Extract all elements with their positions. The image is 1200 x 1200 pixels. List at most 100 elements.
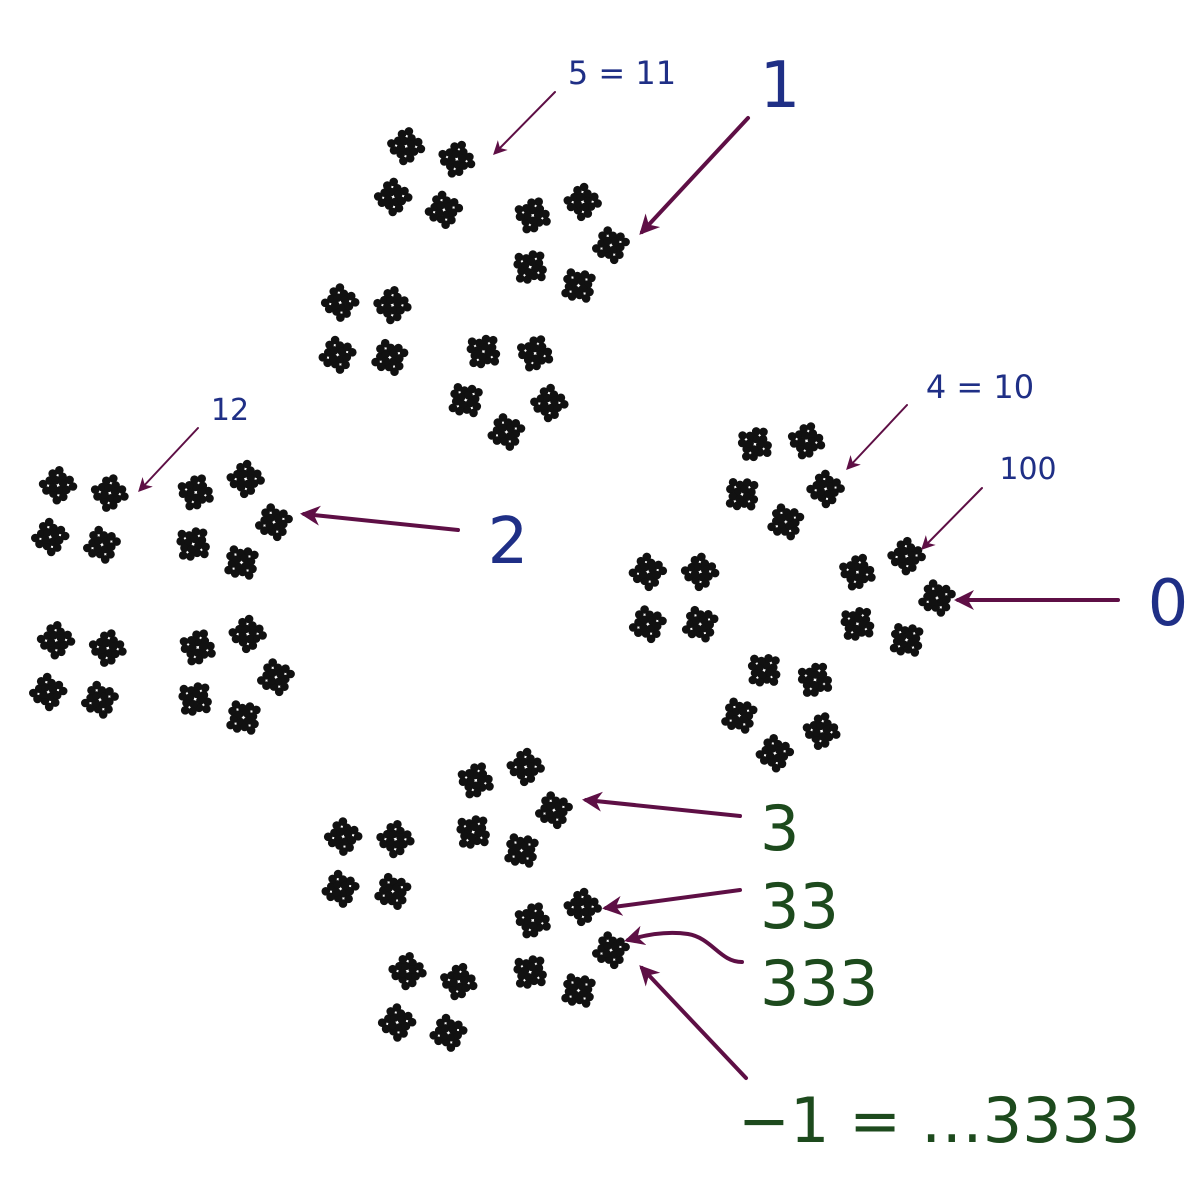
fractal-dot xyxy=(48,469,57,478)
fractal-dot xyxy=(459,976,469,985)
fractal-dot xyxy=(773,527,782,536)
fractal-dot xyxy=(405,972,414,981)
fractal-dot xyxy=(532,361,541,371)
fractal-dot xyxy=(106,550,115,559)
fractal-dot xyxy=(858,567,868,576)
fractal-dot xyxy=(206,641,215,651)
fractal-dot xyxy=(452,1038,461,1048)
arrow-333 xyxy=(624,925,744,964)
fractal-dot xyxy=(435,208,444,217)
fractal-dot xyxy=(570,192,579,202)
fractal-dot xyxy=(228,706,237,716)
fractal-dot xyxy=(639,623,648,632)
fractal-dot xyxy=(41,683,50,692)
fractal-dot xyxy=(325,340,334,350)
fractal-dot xyxy=(811,662,820,672)
fractal-dot xyxy=(436,201,446,210)
fractal-dot xyxy=(232,724,242,733)
fractal-dot xyxy=(524,859,534,868)
fractal-dot xyxy=(515,212,525,221)
fractal-dot xyxy=(738,431,747,440)
fractal-dot xyxy=(386,843,395,852)
fractal-dot xyxy=(397,129,407,139)
fractal-dot xyxy=(268,668,277,678)
fractal-dot xyxy=(389,146,399,155)
fractal-dot xyxy=(805,730,814,739)
fractal-dot xyxy=(230,569,240,578)
fractal-dot xyxy=(632,574,642,584)
fractal-dot xyxy=(648,564,657,574)
fractal-dot xyxy=(843,631,853,640)
fractal-dot xyxy=(523,916,532,925)
fractal-dot xyxy=(563,274,572,284)
fractal-dot xyxy=(519,777,529,787)
fractal-dot xyxy=(394,343,403,353)
fractal-dot xyxy=(244,614,254,624)
fractal-dot xyxy=(393,136,403,146)
fractal-dot xyxy=(387,139,396,148)
fractal-dot xyxy=(408,958,417,968)
fractal-dot xyxy=(527,903,536,912)
fractal-dot xyxy=(709,614,719,624)
fractal-dot xyxy=(898,560,907,569)
fractal-dot xyxy=(533,404,542,413)
fractal-dot xyxy=(526,774,536,783)
fractal-dot xyxy=(907,549,916,559)
cluster-5-11 xyxy=(373,127,476,229)
fractal-dot xyxy=(254,521,264,530)
fractal-dot xyxy=(187,656,196,666)
fractal-dot xyxy=(531,354,540,364)
fractal-dot xyxy=(405,154,415,163)
arrows xyxy=(138,91,1120,1080)
fractal-dot xyxy=(913,641,923,650)
fractal-dot xyxy=(652,629,661,638)
fractal-dot xyxy=(509,767,519,777)
fractal-dot xyxy=(559,807,568,817)
fractal-dot xyxy=(52,543,62,552)
fractal-dot xyxy=(515,917,525,926)
fractal-dot xyxy=(456,825,466,834)
fractal-dot xyxy=(113,494,122,504)
fractal-dot xyxy=(31,533,40,543)
fractal-dot xyxy=(100,489,109,499)
fractal-dot xyxy=(58,686,68,696)
fractal-dot xyxy=(339,847,348,856)
fractal-dot xyxy=(559,797,568,806)
fractal-dot xyxy=(824,732,834,742)
fractal-dot xyxy=(785,747,795,757)
fractal-dot xyxy=(941,584,951,594)
fractal-dot xyxy=(812,728,821,737)
fractal-dot xyxy=(517,343,526,352)
fractal-dot xyxy=(204,486,213,496)
fractal-dot xyxy=(820,712,830,721)
fractal-dot xyxy=(534,902,543,911)
arrow-33 xyxy=(602,888,742,916)
fractal-dot xyxy=(742,701,752,710)
fractal-dot xyxy=(60,640,69,650)
fractal-dot xyxy=(749,452,758,462)
fractal-dot xyxy=(29,688,38,698)
fractal-dot xyxy=(444,202,453,212)
fractal-dot xyxy=(93,543,102,553)
fractal-dot xyxy=(928,597,938,606)
fractal-dot xyxy=(516,750,525,760)
fractal-dot xyxy=(63,630,72,640)
fractal-dot xyxy=(180,706,190,715)
fractal-dot xyxy=(799,424,809,433)
fractal-dot xyxy=(867,573,876,582)
fractal-dot xyxy=(592,244,601,253)
fractal-dot xyxy=(383,289,393,298)
fractal-dot xyxy=(914,627,924,636)
fractal-dot xyxy=(200,683,210,693)
fractal-dot xyxy=(566,907,576,917)
fractal-dot xyxy=(791,526,800,535)
fractal-dot xyxy=(546,383,555,393)
fractal-dot xyxy=(511,419,521,428)
fractal-dot xyxy=(947,589,956,599)
fractal-dot xyxy=(780,527,790,536)
fractal-dot xyxy=(578,284,588,293)
fractal-dot xyxy=(537,977,546,987)
fractal-dot xyxy=(851,632,860,641)
fractal-dot xyxy=(239,469,249,479)
fractal-dot xyxy=(226,720,235,730)
